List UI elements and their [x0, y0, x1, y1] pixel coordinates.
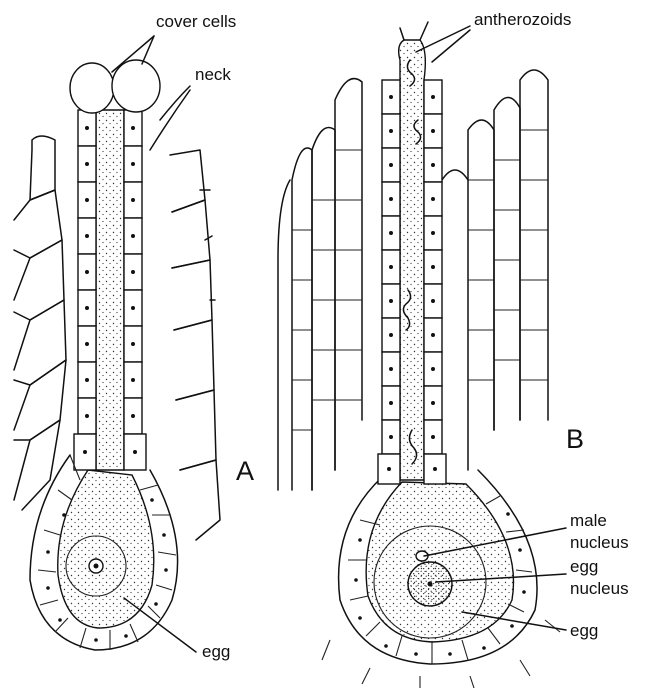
- venter-cavity-a: [58, 470, 154, 628]
- paraphyses-right: [442, 70, 548, 470]
- label-egg-nucleus-line1: egg: [570, 557, 598, 576]
- panel-a-archegonium: [14, 60, 220, 650]
- label-panel-b: B: [566, 424, 584, 454]
- label-neck: neck: [195, 65, 231, 84]
- neck-canal-a: [96, 110, 124, 470]
- label-male-nucleus-line2: nucleus: [570, 533, 629, 552]
- label-cover-cells: cover cells: [156, 12, 236, 31]
- label-egg-b: egg: [570, 621, 598, 640]
- label-egg-nucleus-line2: nucleus: [570, 579, 629, 598]
- neck-canal-b: [399, 40, 426, 480]
- panel-b-archegonium: [278, 22, 560, 688]
- neck-cells-right-b: [424, 80, 446, 484]
- cover-cell-right: [112, 60, 160, 112]
- label-antherozoids: antherozoids: [474, 10, 571, 29]
- label-egg-a: egg: [202, 642, 230, 661]
- paraphyses-left: [278, 79, 362, 490]
- venter-cavity-b: [366, 482, 513, 642]
- label-male-nucleus-line1: male: [570, 511, 607, 530]
- neck-cells-left-b: [378, 80, 400, 484]
- neck-cells-right-a: [124, 110, 146, 470]
- neck-cells-left-a: [74, 110, 96, 470]
- label-panel-a: A: [236, 456, 254, 486]
- cover-cell-left: [70, 63, 114, 113]
